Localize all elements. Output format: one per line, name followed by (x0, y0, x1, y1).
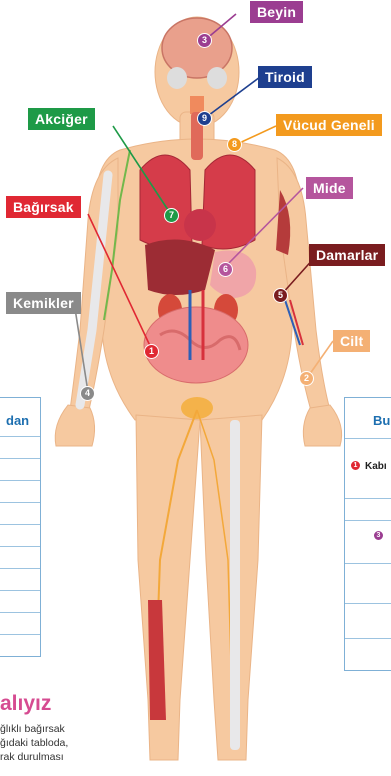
bottom-line-1: ğlıklı bağırsak (0, 722, 100, 736)
bottom-text-fragment: ğlıklı bağırsak ğıdaki tabloda, rak duru… (0, 722, 100, 764)
marker-9: 9 (197, 111, 212, 126)
marker-8: 8 (227, 137, 242, 152)
label-damarlar: Damarlar (309, 244, 385, 266)
marker-7: 7 (164, 208, 179, 223)
left-table-fragment: dan (0, 397, 41, 657)
right-row-label: Kabı (365, 461, 387, 472)
left-table-header: dan (6, 413, 29, 428)
label-mide: Mide (306, 177, 353, 199)
right-marker-3: 3 (373, 530, 384, 541)
label-beyin: Beyin (250, 1, 303, 23)
label-bagirsak: Bağırsak (6, 196, 81, 218)
label-tiroid: Tiroid (258, 66, 312, 88)
bottom-line-2: ğıdaki tabloda, (0, 736, 100, 750)
label-akciger: Akciğer (28, 108, 95, 130)
bottom-line-3: rak durulması (0, 750, 100, 764)
label-cilt: Cilt (333, 330, 370, 352)
marker-5: 5 (273, 288, 288, 303)
bottom-title-fragment: alıyız (0, 692, 51, 716)
right-marker-1: 1 (350, 460, 361, 471)
marker-6: 6 (218, 262, 233, 277)
marker-2: 2 (299, 371, 314, 386)
marker-3: 3 (197, 33, 212, 48)
right-table-header: Bu (373, 413, 390, 428)
marker-1: 1 (144, 344, 159, 359)
label-kemikler: Kemikler (6, 292, 81, 314)
right-table-fragment: Bu 1 Kabı 3 (344, 397, 391, 671)
marker-4: 4 (80, 386, 95, 401)
label-vucud-geneli: Vücud Geneli (276, 114, 382, 136)
